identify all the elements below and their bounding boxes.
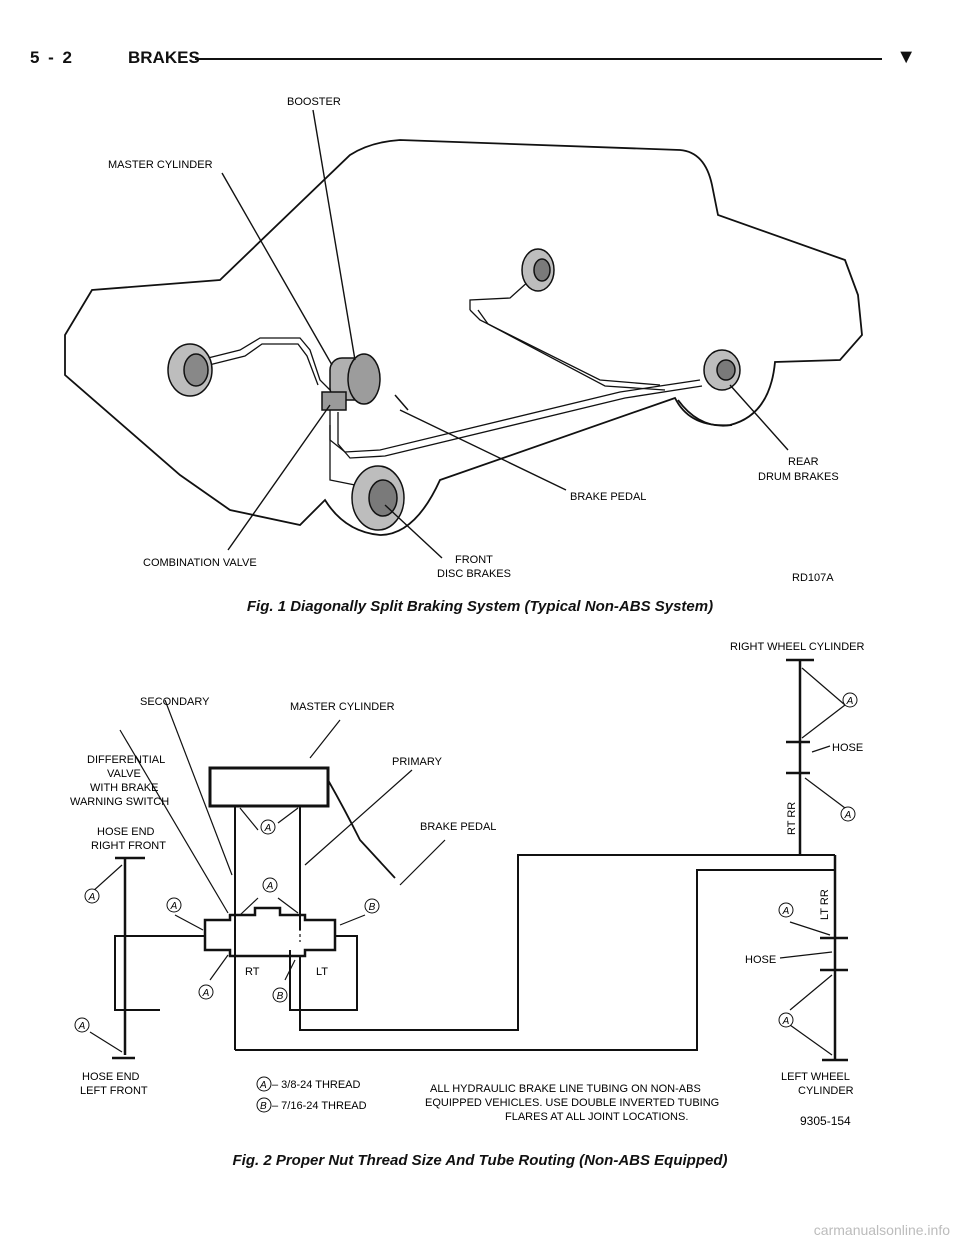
label-hose-end-lf-1: HOSE END <box>82 1071 140 1083</box>
thread-callout-circle <box>778 902 794 918</box>
thread-callout-circle <box>842 692 858 708</box>
label-rt: RT <box>245 966 260 978</box>
label-lt: LT <box>316 966 328 978</box>
thread-callout-letter: A <box>78 1021 86 1032</box>
figure-1-caption: Fig. 1 Diagonally Split Braking System (… <box>246 598 714 615</box>
label-primary: PRIMARY <box>392 756 443 768</box>
label-differential-3: WITH BRAKE <box>90 782 158 794</box>
triangle-marker-icon: ▼ <box>896 46 916 68</box>
thread-callout-circle <box>84 888 100 904</box>
figure-2: RIGHT WHEEL CYLINDER SECONDARY MASTER CY… <box>0 630 960 1150</box>
thread-callout-letter: A <box>782 906 790 917</box>
label-master-cylinder-2: MASTER CYLINDER <box>290 701 395 713</box>
label-combination-valve: COMBINATION VALVE <box>143 557 257 569</box>
thread-callout-letter: A <box>88 892 96 903</box>
label-left-wheel-1: LEFT WHEEL <box>781 1071 850 1083</box>
thread-callout-letter: A <box>844 810 852 821</box>
label-rt-rr: RT RR <box>786 802 798 835</box>
label-brake-pedal: BRAKE PEDAL <box>570 491 646 503</box>
label-lt-rr: LT RR <box>819 889 831 920</box>
figure-2-caption: Fig. 2 Proper Nut Thread Size And Tube R… <box>232 1152 728 1169</box>
legend-b-callout: B <box>260 1101 267 1112</box>
thread-callout-circle <box>198 984 214 1000</box>
label-differential-2: VALVE <box>107 768 141 780</box>
note-line-3: FLARES AT ALL JOINT LOCATIONS. <box>505 1111 688 1123</box>
section-title: BRAKES <box>128 48 200 67</box>
label-right-wheel-cylinder: RIGHT WHEEL CYLINDER <box>730 641 865 653</box>
page-number: 5 - 2 <box>30 48 75 67</box>
thread-callout-circle <box>262 877 278 893</box>
legend-a-thread: – 3/8-24 THREAD <box>272 1079 361 1091</box>
label-brake-pedal-2: BRAKE PEDAL <box>420 821 496 833</box>
label-differential-1: DIFFERENTIAL <box>87 754 165 766</box>
thread-callout-letter: B <box>369 902 376 913</box>
thread-callout-circle <box>166 897 182 913</box>
thread-callout-letter: A <box>266 881 274 892</box>
thread-callout-letter: B <box>277 991 284 1002</box>
thread-callout-letter: A <box>264 823 272 834</box>
label-rear-drum-1: REAR <box>788 456 819 468</box>
figure-2-code: 9305-154 <box>800 1114 851 1128</box>
figure-2-drawing: RIGHT WHEEL CYLINDER SECONDARY MASTER CY… <box>70 641 865 1128</box>
thread-callout-circle <box>74 1017 90 1033</box>
thread-callout-circle <box>840 806 856 822</box>
legend-a-callout: A <box>259 1080 267 1091</box>
thread-callout-circle <box>260 819 276 835</box>
figure-1-code: RD107A <box>792 572 834 584</box>
thread-callout-circle <box>364 898 380 914</box>
page-header: 5 - 2 BRAKES ▼ <box>30 44 930 74</box>
figure-1-drawing: BOOSTER MASTER CYLINDER REAR DRUM BRAKES… <box>64 96 863 584</box>
label-front-disc-2: DISC BRAKES <box>437 568 511 580</box>
legend-b-thread: – 7/16-24 THREAD <box>272 1100 367 1112</box>
label-hose-end-lf-2: LEFT FRONT <box>80 1085 148 1097</box>
label-hose-left: HOSE <box>745 954 776 966</box>
label-booster: BOOSTER <box>287 96 341 108</box>
label-secondary: SECONDARY <box>140 696 210 708</box>
note-line-2: EQUIPPED VEHICLES. USE DOUBLE INVERTED T… <box>425 1097 719 1109</box>
label-hose-end-rf-1: HOSE END <box>97 826 155 838</box>
thread-callout-circle <box>778 1012 794 1028</box>
watermark: carmanualsonline.info <box>813 1222 950 1238</box>
thread-callout-letter: A <box>846 696 854 707</box>
header-rule <box>195 58 882 60</box>
label-hose-right: HOSE <box>832 742 863 754</box>
thread-callout-circle <box>272 987 288 1003</box>
label-hose-end-rf-2: RIGHT FRONT <box>91 840 166 852</box>
thread-callout-letter: A <box>170 901 178 912</box>
label-rear-drum-2: DRUM BRAKES <box>758 471 839 483</box>
figure-1: BOOSTER MASTER CYLINDER REAR DRUM BRAKES… <box>0 80 960 595</box>
thread-callout-letter: A <box>782 1016 790 1027</box>
label-left-wheel-2: CYLINDER <box>798 1085 854 1097</box>
label-front-disc-1: FRONT <box>455 554 493 566</box>
thread-callout-letter: A <box>202 988 210 999</box>
note-line-1: ALL HYDRAULIC BRAKE LINE TUBING ON NON-A… <box>430 1083 701 1095</box>
label-master-cylinder: MASTER CYLINDER <box>108 159 213 171</box>
label-differential-4: WARNING SWITCH <box>70 796 169 808</box>
